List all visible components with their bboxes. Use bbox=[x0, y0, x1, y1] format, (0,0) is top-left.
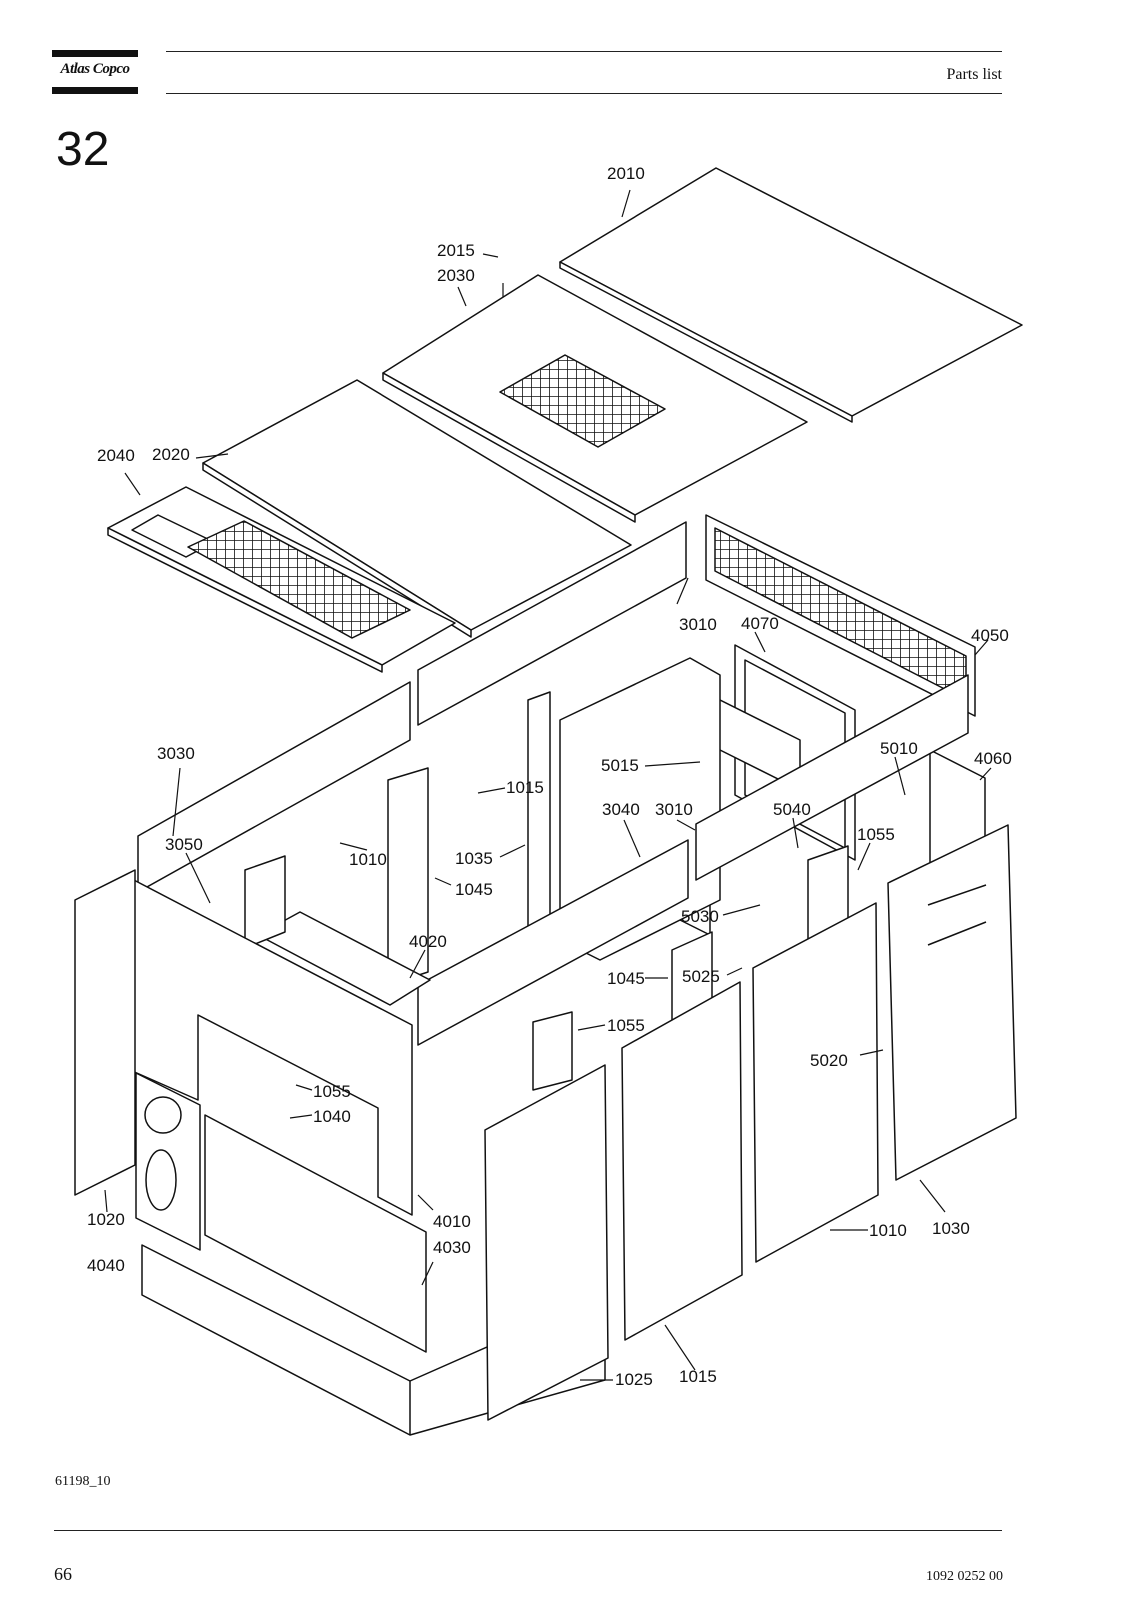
door-1010 bbox=[752, 902, 879, 1263]
logo-text: Atlas Copco bbox=[60, 61, 130, 77]
callout-3050: 3050 bbox=[165, 835, 203, 854]
side-frame-3030 bbox=[137, 681, 411, 893]
callout-1015-door: 1015 bbox=[679, 1367, 717, 1386]
callout-1020: 1020 bbox=[87, 1210, 125, 1229]
callout-3040: 3040 bbox=[602, 800, 640, 819]
section-title: Parts list bbox=[946, 66, 1002, 83]
callout-5040: 5040 bbox=[773, 800, 811, 819]
callout-5020: 5020 bbox=[810, 1051, 848, 1070]
header-rule-top bbox=[166, 51, 1002, 52]
callout-1010-inner: 1010 bbox=[349, 850, 387, 869]
callout-1045-centre: 1045 bbox=[607, 969, 645, 988]
door-1015 bbox=[621, 981, 743, 1341]
beam-3040 bbox=[417, 839, 689, 1046]
rear-frame-3010 bbox=[417, 521, 687, 726]
page-number: 66 bbox=[54, 1564, 72, 1584]
callout-2020: 2020 bbox=[152, 445, 190, 464]
callout-1025: 1025 bbox=[615, 1370, 653, 1389]
element-1055-centre bbox=[532, 1011, 573, 1091]
callout-4010: 4010 bbox=[433, 1212, 471, 1231]
callout-1055-left: 1055 bbox=[313, 1082, 351, 1101]
callout-1030: 1030 bbox=[932, 1219, 970, 1238]
door-1025 bbox=[484, 1064, 609, 1421]
element-4020 bbox=[257, 911, 431, 1006]
front-panel-4030 bbox=[204, 1114, 427, 1353]
callout-4040: 4040 bbox=[87, 1256, 125, 1275]
callout-1040: 1040 bbox=[313, 1107, 351, 1126]
figure-number: 32 bbox=[56, 123, 110, 176]
callout-5015: 5015 bbox=[601, 756, 639, 775]
callout-3010-front: 3010 bbox=[655, 800, 693, 819]
callout-1035: 1035 bbox=[455, 849, 493, 868]
callout-1015-inner: 1015 bbox=[506, 778, 544, 797]
header-rule-bottom bbox=[166, 93, 1002, 94]
roof-grille-2030 bbox=[499, 354, 666, 448]
atlas-copco-logo: Atlas Copco bbox=[52, 50, 138, 94]
callout-1055-centre: 1055 bbox=[607, 1016, 645, 1035]
callout-1055-right: 1055 bbox=[857, 825, 895, 844]
roof-grille-2040 bbox=[187, 520, 411, 639]
callout-1045-inner: 1045 bbox=[455, 880, 493, 899]
callout-2040: 2040 bbox=[97, 446, 135, 465]
callout-2015: 2015 bbox=[437, 241, 475, 260]
front-wall-4010 bbox=[129, 877, 413, 1216]
callout-3010-top: 3010 bbox=[679, 615, 717, 634]
document-number: 1092 0252 00 bbox=[926, 1569, 1003, 1584]
beam-5010 bbox=[695, 674, 969, 881]
callout-5010: 5010 bbox=[880, 739, 918, 758]
left-door-1020 bbox=[74, 869, 136, 1196]
post-1045 bbox=[387, 767, 429, 986]
drawing-id: 61198_10 bbox=[55, 1474, 111, 1489]
callout-2030: 2030 bbox=[437, 266, 475, 285]
callout-3030: 3030 bbox=[157, 744, 195, 763]
callout-4060: 4060 bbox=[974, 749, 1012, 768]
callout-4020: 4020 bbox=[409, 932, 447, 951]
callout-4030: 4030 bbox=[433, 1238, 471, 1257]
footer-rule bbox=[54, 1530, 1002, 1531]
cabinet-3050 bbox=[244, 855, 286, 949]
callout-4050: 4050 bbox=[971, 626, 1009, 645]
callout-5025: 5025 bbox=[682, 967, 720, 986]
callout-5030: 5030 bbox=[681, 907, 719, 926]
callout-2010: 2010 bbox=[607, 164, 645, 183]
callout-1010-door: 1010 bbox=[869, 1221, 907, 1240]
door-1030 bbox=[887, 824, 1017, 1181]
callout-4070: 4070 bbox=[741, 614, 779, 633]
